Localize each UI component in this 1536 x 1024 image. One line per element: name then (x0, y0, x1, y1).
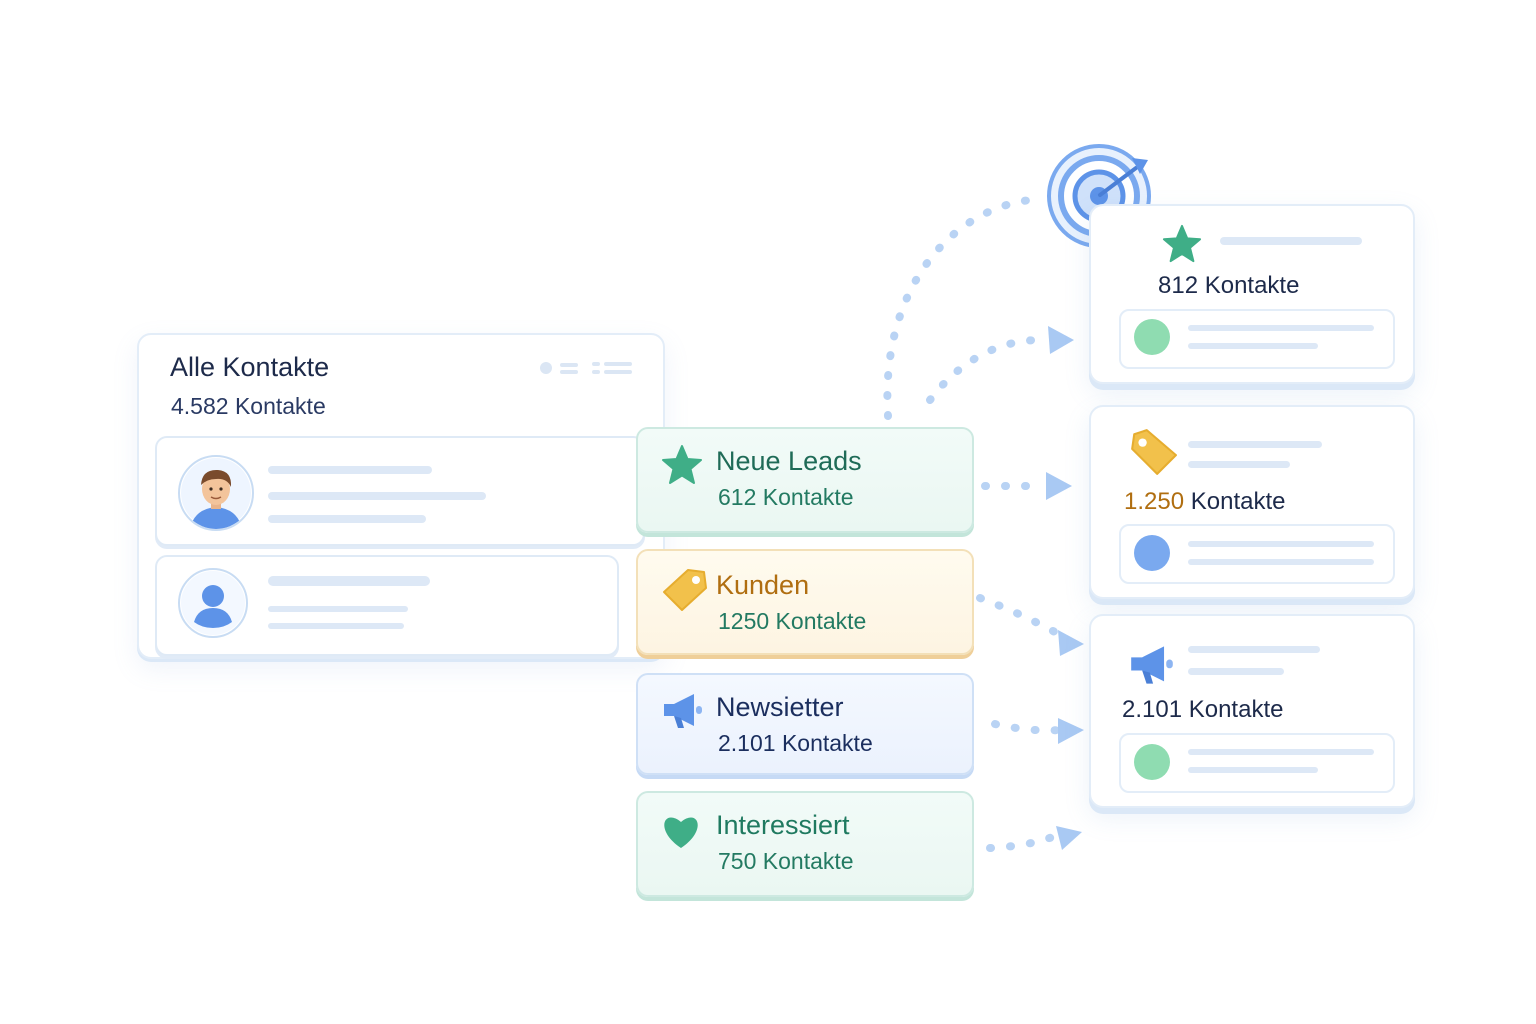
all-contacts-count: 4.582 Kontakte (171, 393, 326, 419)
card-placeholder-line (1188, 461, 1290, 468)
star-icon (660, 444, 704, 491)
target-count-number: 1.250 (1124, 488, 1185, 515)
segment-title: Interessiert (716, 810, 850, 840)
avatar-placeholder-icon (178, 568, 248, 638)
arrow-head-card-3b (1058, 718, 1084, 744)
row-placeholder-line (268, 606, 408, 612)
segment-title: Neue Leads (716, 446, 862, 476)
target-count-unit: Kontakte (1190, 488, 1286, 515)
connector-leads-to-target (883, 196, 1034, 420)
row-placeholder-line (268, 466, 432, 474)
arrow-head-card-2 (1046, 472, 1072, 500)
card-placeholder-line (1188, 668, 1284, 675)
tag-icon (660, 566, 708, 617)
row-placeholder-line (268, 515, 426, 523)
status-dot (1134, 744, 1170, 780)
segment-title: Newsietter (716, 692, 844, 722)
card-placeholder-line (1188, 646, 1320, 653)
segment-count: 1250 Kontakte (718, 608, 867, 634)
connector-leads-to-card-1 (926, 336, 1044, 404)
row-placeholder-line (268, 576, 430, 586)
avatar-person-icon (178, 455, 254, 531)
card-placeholder-line (1188, 559, 1374, 565)
target-count: 812 Kontakte (1158, 272, 1300, 299)
card-placeholder-line (1188, 541, 1374, 547)
card-placeholder-line (1188, 441, 1322, 448)
status-dot (1134, 319, 1170, 355)
all-contacts-title: Alle Kontakte (170, 352, 330, 382)
segment-card-kunden[interactable] (636, 549, 974, 655)
card-placeholder-line (1188, 749, 1374, 755)
arrow-head-interessiert (1056, 826, 1082, 850)
connector-news-to-card-3 (991, 720, 1064, 735)
segment-card-interessiert[interactable] (636, 791, 974, 897)
segment-count: 750 Kontakte (718, 848, 854, 874)
card-placeholder-line (1188, 343, 1318, 349)
card-placeholder-line (1188, 767, 1318, 773)
row-placeholder-line (268, 623, 404, 629)
segment-title: Kunden (716, 570, 810, 600)
tag-icon (1128, 428, 1178, 481)
segment-count: 612 Kontakte (718, 484, 854, 510)
card-placeholder-line (1188, 325, 1374, 331)
target-count: 2.101 Kontakte (1122, 696, 1284, 723)
card-placeholder-line (1220, 237, 1362, 245)
row-placeholder-line (268, 492, 486, 500)
connector-interessiert-out (986, 832, 1059, 852)
segment-count: 2.101 Kontakte (718, 730, 873, 756)
arrow-head-card-3a (1058, 630, 1084, 656)
megaphone-icon (660, 690, 706, 737)
status-dot (1134, 535, 1170, 571)
heart-icon (660, 812, 702, 855)
target-icon (1044, 144, 1154, 253)
arrow-head-card-1 (1048, 326, 1074, 354)
connector-kunden-to-card-3 (976, 594, 1066, 640)
target-count: 1.250 Kontakte (1124, 488, 1285, 516)
megaphone-icon (1126, 642, 1178, 693)
star-icon (1160, 224, 1204, 269)
